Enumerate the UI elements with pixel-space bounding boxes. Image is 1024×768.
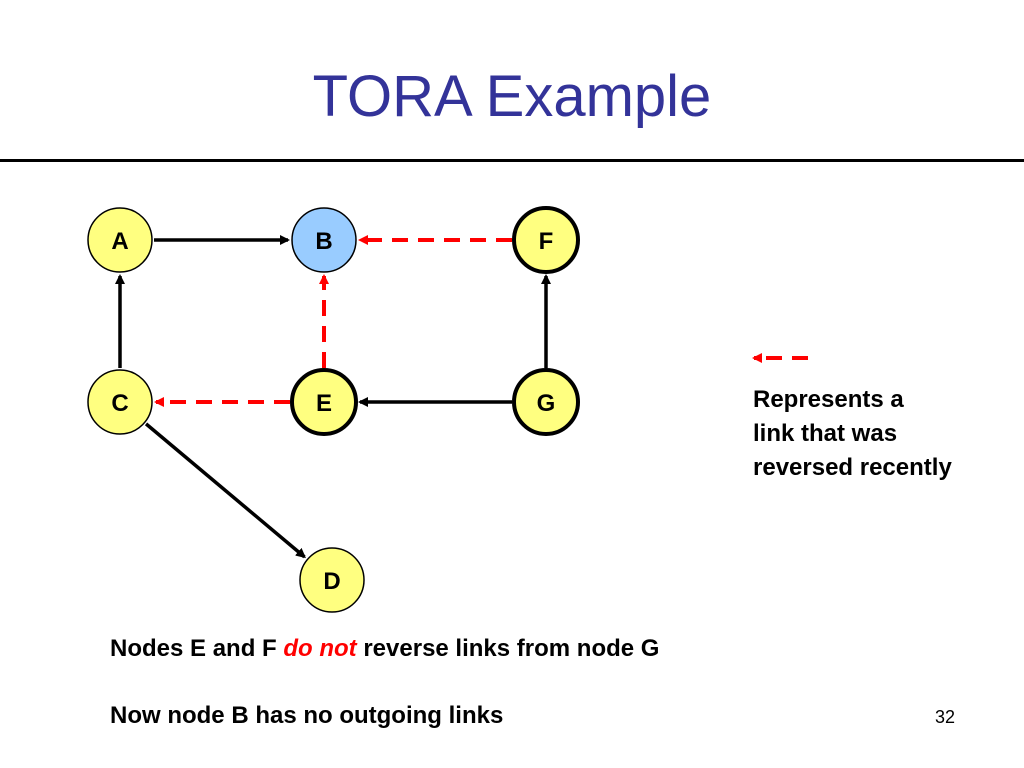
node-label: E bbox=[316, 390, 332, 417]
node-circle bbox=[290, 368, 358, 436]
legend-line-3: reversed recently bbox=[753, 454, 952, 481]
slide-number: 32 bbox=[935, 707, 956, 727]
node-circle bbox=[291, 207, 357, 273]
node-a: A bbox=[87, 207, 153, 273]
node-label: A bbox=[111, 228, 128, 255]
node-c: C bbox=[87, 369, 153, 435]
node-f: F bbox=[512, 206, 580, 274]
note1-prefix: Nodes E and F bbox=[110, 635, 284, 662]
node-label: G bbox=[537, 390, 556, 417]
legend-line-2: link that was bbox=[753, 420, 898, 447]
note-node-b: Now node B has no outgoing links bbox=[110, 702, 504, 729]
slide-title: TORA Example bbox=[312, 64, 712, 129]
node-label: C bbox=[111, 390, 128, 417]
node-circle bbox=[299, 547, 365, 613]
node-label: B bbox=[315, 228, 332, 255]
legend-line-1: Represents a bbox=[753, 386, 904, 413]
title-divider bbox=[0, 159, 1024, 162]
edge-c-to-d bbox=[144, 422, 306, 559]
note-nodes-e-f: Nodes E and F do not reverse links from … bbox=[110, 635, 659, 663]
node-e: E bbox=[290, 368, 358, 436]
note1-emphasis: do not bbox=[283, 635, 357, 662]
node-circle bbox=[87, 369, 153, 435]
node-b: B bbox=[291, 207, 357, 273]
node-d: D bbox=[299, 547, 365, 613]
node-circle bbox=[512, 368, 580, 436]
node-g: G bbox=[512, 368, 580, 436]
node-circle bbox=[87, 207, 153, 273]
legend-description: Represents a link that was reversed rece… bbox=[753, 383, 1013, 485]
node-label: F bbox=[539, 228, 554, 255]
node-circle bbox=[512, 206, 580, 274]
node-label: D bbox=[323, 568, 340, 595]
edges-layer bbox=[115, 235, 551, 559]
note1-suffix: reverse links from node G bbox=[356, 635, 660, 662]
nodes-layer: A B F C E G D bbox=[87, 206, 580, 613]
